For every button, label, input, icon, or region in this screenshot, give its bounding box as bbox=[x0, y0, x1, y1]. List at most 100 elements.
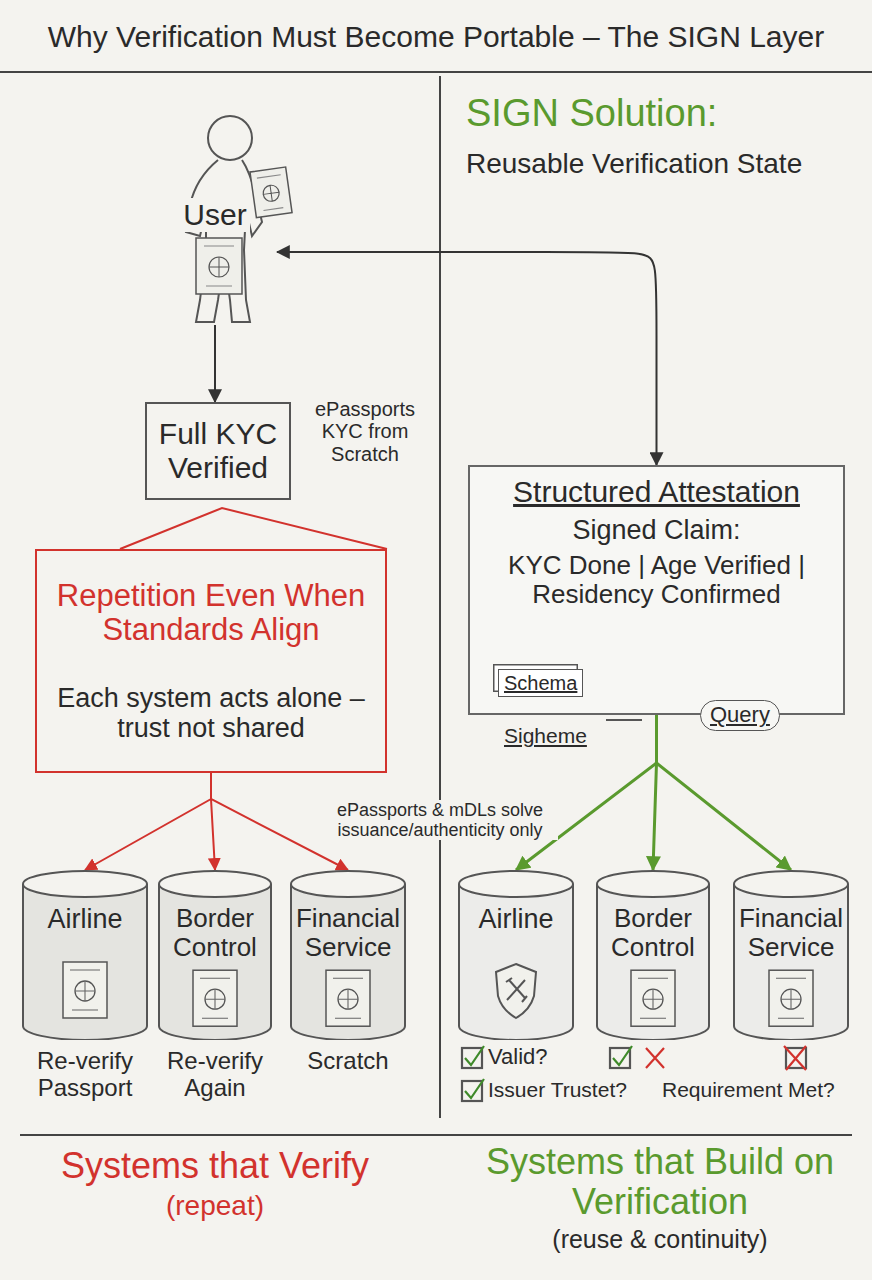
shield-icon bbox=[496, 964, 536, 1018]
node-heading: Border Control bbox=[600, 904, 706, 962]
passport-icon bbox=[196, 238, 242, 294]
passport-icon bbox=[193, 970, 237, 1026]
footer-heading: Systems that Verify bbox=[15, 1146, 415, 1186]
node-heading: Schema bbox=[504, 672, 577, 694]
callout-roof bbox=[120, 508, 387, 549]
passport-icon bbox=[63, 962, 107, 1018]
node-heading: Airline bbox=[478, 904, 553, 934]
node-text: KYC Done | Age Verified | Residency Conf… bbox=[480, 551, 833, 609]
connector-arrow bbox=[277, 252, 657, 465]
cylinder-body bbox=[23, 884, 147, 1040]
cylinder-body bbox=[734, 884, 848, 1040]
passport-icon bbox=[262, 184, 280, 202]
query-tag: Query bbox=[700, 700, 780, 731]
check-marks bbox=[465, 1079, 484, 1098]
section-subheading: Reusable Verification State bbox=[466, 148, 866, 179]
passport-lines bbox=[70, 970, 100, 1010]
node-text: Each system acts alone – trust not share… bbox=[49, 683, 373, 743]
node-text: Scratch bbox=[276, 1048, 420, 1075]
passport-cover bbox=[63, 962, 107, 1018]
passport-icon bbox=[262, 184, 280, 202]
passport-cover bbox=[326, 970, 370, 1026]
cylinder-top bbox=[159, 871, 271, 897]
passport-icon bbox=[204, 246, 234, 286]
node-heading: Repetition Even When Standards Align bbox=[49, 579, 373, 648]
check-label: Issuer Trustet? bbox=[488, 1078, 658, 1102]
passport-icon bbox=[196, 238, 242, 294]
passport-lines bbox=[776, 978, 806, 1018]
system-cylinder: Financial Service bbox=[733, 870, 849, 1040]
process-box: Full KYC Verified bbox=[145, 402, 291, 500]
check-label: Valid? bbox=[488, 1045, 598, 1070]
attestation-box: Structured AttestationSigned Claim: KYC D… bbox=[468, 465, 845, 715]
cylinder-top bbox=[23, 871, 147, 897]
section-heading: SIGN Solution: bbox=[466, 92, 856, 135]
cylinder-outline bbox=[22, 870, 148, 1040]
passport-lines bbox=[333, 978, 363, 1018]
check-marks bbox=[613, 1046, 632, 1065]
passport-cover bbox=[193, 970, 237, 1026]
schema-doc: Schema bbox=[498, 669, 583, 697]
node-text: Re-verify Again bbox=[144, 1048, 286, 1102]
passport-cover bbox=[631, 970, 675, 1026]
check-marks bbox=[465, 1046, 484, 1065]
node-heading: User bbox=[180, 198, 249, 232]
passport-icon bbox=[250, 167, 292, 218]
user-figure bbox=[186, 160, 262, 322]
passport-icon bbox=[326, 970, 370, 1026]
frame-lines bbox=[439, 76, 441, 1118]
note: ePassports & mDLs solve issuance/authent… bbox=[322, 800, 558, 840]
node-heading: Border Control bbox=[162, 904, 268, 962]
callout-box: Repetition Even When Standards AlignEach… bbox=[35, 549, 387, 773]
node-heading: Structured Attestation bbox=[513, 475, 800, 509]
passport-icon bbox=[250, 167, 292, 218]
connector-arrow bbox=[657, 715, 792, 870]
frame-lines bbox=[0, 71, 872, 73]
shield-outline bbox=[496, 964, 536, 1018]
cylinder-body bbox=[159, 884, 271, 1040]
note: ePassports KYC from Scratch bbox=[303, 398, 427, 465]
cylinder-top bbox=[734, 871, 848, 897]
diagram-title: Why Verification Must Become Portable – … bbox=[0, 20, 872, 54]
system-cylinder: Border ControlRe-verify Again bbox=[158, 870, 272, 1040]
footer-subheading: (reuse & continuity) bbox=[455, 1225, 865, 1253]
cylinder-outline bbox=[458, 870, 574, 1040]
node-heading: Financial Service bbox=[294, 904, 402, 962]
frame-lines bbox=[0, 72, 872, 1135]
node-text: Re-verify Passport bbox=[8, 1048, 162, 1102]
passport-cover bbox=[769, 970, 813, 1026]
cylinder-body bbox=[291, 884, 405, 1040]
node-heading: Query bbox=[710, 703, 770, 728]
cylinder-top bbox=[459, 871, 573, 897]
cylinder-body bbox=[597, 884, 709, 1040]
system-cylinder: Airline bbox=[458, 870, 574, 1040]
passport-icon bbox=[209, 257, 229, 277]
check-marks bbox=[646, 1048, 664, 1068]
footer-subheading: (repeat) bbox=[15, 1190, 415, 1221]
cylinder-body bbox=[459, 884, 573, 1040]
passport-icon bbox=[769, 970, 813, 1026]
stamp-icon bbox=[606, 719, 642, 721]
passport-lines bbox=[200, 978, 230, 1018]
node-text: Signed Claim: bbox=[572, 515, 740, 545]
check-marks bbox=[784, 1046, 806, 1070]
system-cylinder: AirlineRe-verify Passport bbox=[22, 870, 148, 1040]
cylinder-top bbox=[597, 871, 709, 897]
cylinder-top bbox=[291, 871, 405, 897]
actor-label: User bbox=[155, 105, 275, 325]
footer-heading: Systems that Build on Verification bbox=[455, 1142, 865, 1223]
shield-tools bbox=[506, 978, 527, 1002]
passport-icon bbox=[257, 175, 285, 211]
passport-lines bbox=[638, 978, 668, 1018]
passport-icon bbox=[209, 257, 229, 277]
check-label: Requirement Met? bbox=[662, 1078, 862, 1102]
user-figure bbox=[208, 116, 252, 160]
connector-arrow bbox=[85, 773, 211, 870]
system-cylinder: Border Control bbox=[596, 870, 710, 1040]
node-heading: Financial Service bbox=[737, 904, 845, 962]
node-heading: Full KYC Verified bbox=[155, 417, 281, 484]
passport-icon bbox=[631, 970, 675, 1026]
frame-lines bbox=[20, 1134, 852, 1136]
connector-arrow bbox=[214, 325, 216, 402]
